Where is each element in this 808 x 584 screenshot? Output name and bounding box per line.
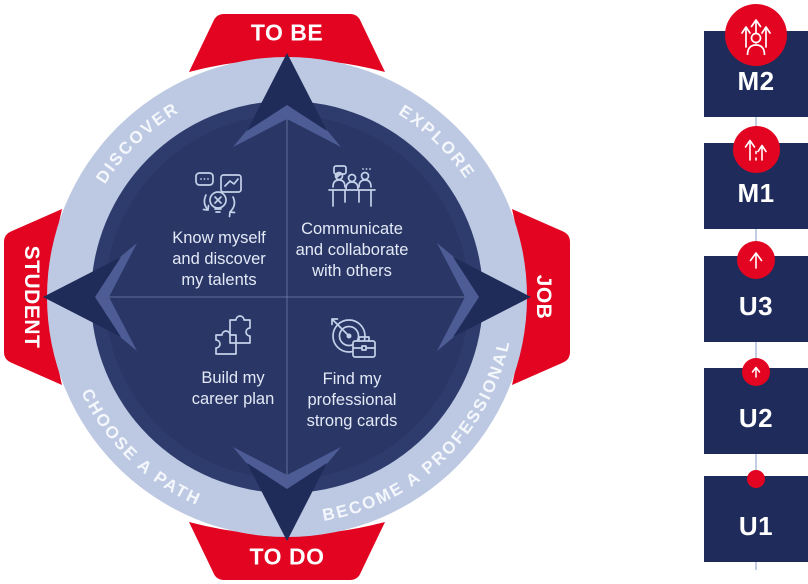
double-up-arrow-icon [744, 139, 767, 161]
tab-label-student: STUDENT [20, 245, 43, 349]
level-label: U2 [738, 402, 774, 433]
needle-west [43, 257, 121, 337]
quadrant-label: Know myself and discover my talents [172, 229, 266, 289]
level-box-u2: U2 [704, 368, 808, 454]
level-label: U1 [738, 510, 774, 541]
tab-label-job: JOB [532, 274, 555, 320]
quadrant-career-plan: Build my career plan [145, 313, 321, 410]
quadrant-label: Find my professional strong cards [306, 370, 398, 430]
tab-to-do [189, 522, 385, 580]
level-circle-u1 [747, 470, 765, 488]
needle-chevrons [72, 82, 502, 512]
quadrant-know-myself: Know myself and discover my talents [131, 169, 307, 291]
needle-north [247, 53, 327, 131]
growth-person-icon [741, 19, 771, 55]
compass-diagram: DISCOVER EXPLORE CHOOSE A PATH BECOME A … [4, 14, 570, 580]
quadrant-label: Communicate and collaborate with others [295, 220, 409, 280]
tab-label-to-do: TO DO [249, 543, 325, 570]
level-label: M2 [737, 65, 775, 96]
quadrant-strong-cards: Find my professional strong cards [264, 314, 440, 432]
level-box-u1: U1 [704, 476, 808, 562]
tab-label-to-be: TO BE [250, 19, 324, 46]
quadrant-communicate: Communicate and collaborate with others [264, 164, 440, 282]
tab-to-be [189, 14, 385, 72]
up-arrow-icon [749, 252, 763, 269]
self-discovery-icon [195, 172, 242, 218]
level-label: U3 [738, 290, 774, 321]
compass-needles [43, 53, 531, 541]
target-briefcase-icon [331, 318, 376, 358]
level-circle-m1 [732, 125, 780, 173]
level-circle-m2 [725, 4, 787, 66]
level-circle-u2 [742, 358, 770, 386]
small-up-arrow-icon [751, 366, 761, 378]
puzzle-icon [215, 315, 251, 355]
needle-east [453, 257, 531, 337]
collaboration-icon [328, 165, 376, 207]
levels-column: M2 M1 U3 U2 U1 [704, 0, 808, 584]
level-circle-u3 [737, 241, 775, 279]
needle-south [247, 463, 327, 541]
level-label: M1 [737, 177, 775, 208]
tab-student [4, 209, 62, 385]
quadrant-label: Build my career plan [191, 369, 275, 408]
tab-job [512, 209, 570, 385]
